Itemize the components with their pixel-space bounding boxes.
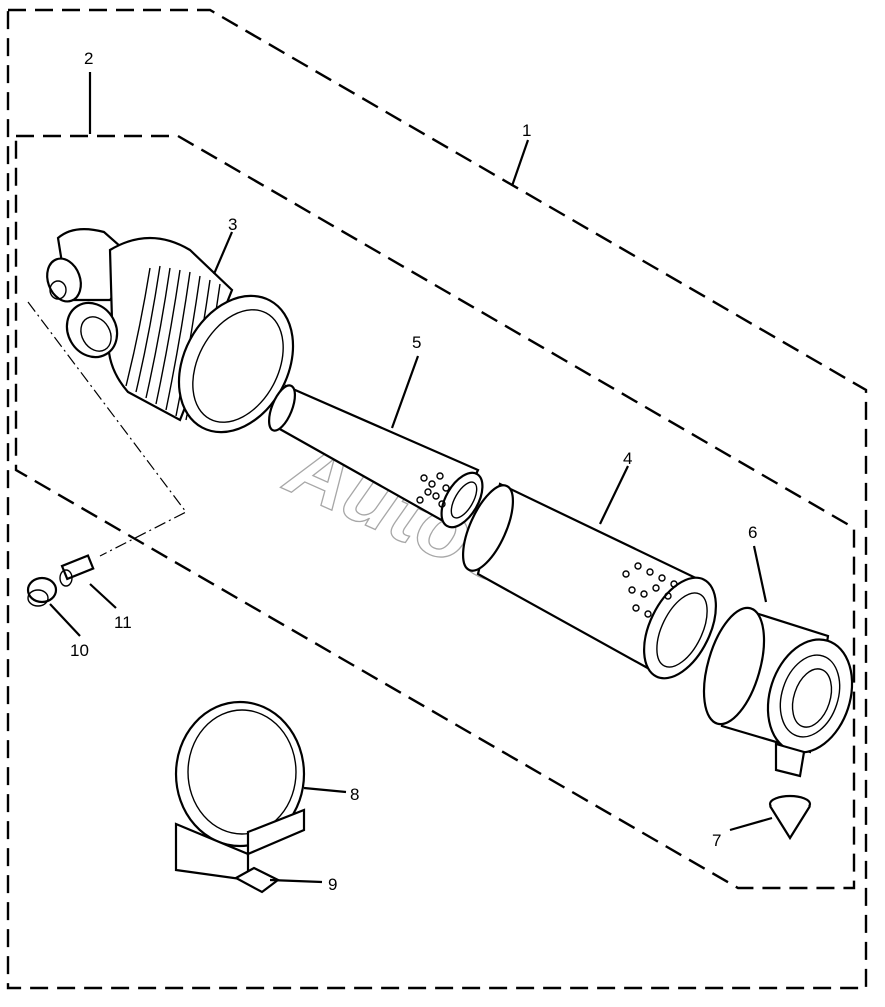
primary-filter-part-4	[461, 482, 717, 680]
mounting-band-part-8	[174, 700, 306, 882]
callout-3: 3	[228, 215, 237, 234]
callout-9: 9	[328, 875, 337, 894]
fitting-part-11	[59, 554, 95, 587]
leader-6	[752, 545, 768, 603]
callout-7: 7	[712, 831, 721, 850]
leader-9	[269, 878, 323, 884]
vacuator-valve-part-7	[768, 794, 812, 841]
end-cover-part-6	[702, 606, 854, 778]
leader-5	[390, 355, 420, 429]
callout-11: 11	[114, 613, 132, 632]
leader-1	[510, 139, 530, 187]
leader-10	[49, 603, 81, 637]
callout-5: 5	[412, 333, 421, 352]
callout-6: 6	[748, 523, 757, 542]
housing-part-3	[46, 227, 295, 434]
cap-part-10	[26, 576, 58, 607]
leader-8	[303, 786, 347, 794]
callout-4: 4	[623, 449, 632, 468]
callout-1: 1	[522, 121, 531, 140]
element-perforation-dots	[622, 562, 678, 618]
inner-filter-part-5	[267, 384, 484, 529]
callouts: 1 2 3 4 5 6 7 8 9 10 11	[70, 49, 757, 894]
filter-perforation-dots	[416, 472, 450, 508]
callout-10: 10	[70, 641, 89, 660]
callout-2: 2	[84, 49, 93, 68]
leader-lines	[49, 72, 773, 884]
leader-11	[89, 583, 117, 609]
leader-4	[599, 465, 629, 525]
assembly-boundary-inner	[14, 134, 856, 890]
callout-8: 8	[350, 785, 359, 804]
leader-7	[729, 816, 773, 832]
leader-3	[212, 231, 234, 275]
kit-boundary-outer	[6, 8, 868, 990]
